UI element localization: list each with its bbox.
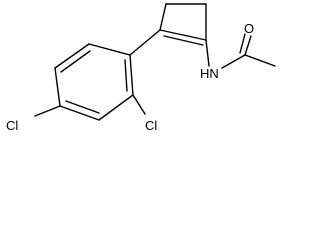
bond xyxy=(159,29,207,41)
bond xyxy=(159,3,167,31)
carbonyl-double-bond xyxy=(239,33,246,54)
bond xyxy=(129,54,134,96)
chlorine-right-label: Cl xyxy=(145,118,157,132)
molecule-drawing: Cl Cl HN O xyxy=(6,3,276,132)
double-bond-inner xyxy=(163,35,204,46)
chlorine-left-label: Cl xyxy=(6,118,18,132)
carbonyl-bond xyxy=(244,35,252,56)
bond-to-cl-right xyxy=(132,94,146,115)
bond xyxy=(129,29,161,56)
nh-label: HN xyxy=(200,66,219,81)
double-bond-inner xyxy=(60,50,91,73)
benzene-ring xyxy=(54,43,134,121)
bond xyxy=(88,43,131,56)
oxygen-label: O xyxy=(244,21,254,36)
bond xyxy=(98,94,134,121)
structure-canvas: Cl Cl HN O xyxy=(0,0,280,132)
bond-to-nh xyxy=(205,39,210,67)
bond xyxy=(54,67,61,107)
bond-to-cl-left xyxy=(34,105,61,117)
cyclobutene-ring xyxy=(159,3,207,46)
bond xyxy=(54,43,90,69)
bond-n-to-carbonyl xyxy=(221,54,246,69)
bond xyxy=(59,105,100,121)
double-bond-inner xyxy=(124,59,128,92)
double-bond-inner xyxy=(65,100,100,114)
bond-to-methyl xyxy=(244,54,276,67)
